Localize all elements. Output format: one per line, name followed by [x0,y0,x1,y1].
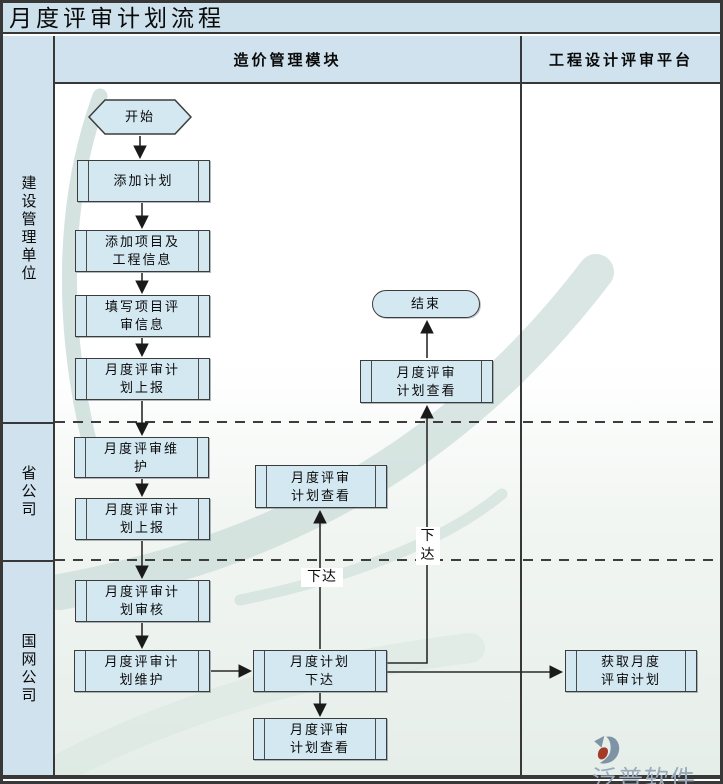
node-plan-view-province: 月度评审 计划查看 [255,465,387,508]
vendor-name: 泛普软件 [592,766,697,784]
node-plan-report-1: 月度评审计 划上报 [75,358,210,400]
node-add-plan: 添加计划 [77,160,210,202]
node-label: 月度评审计 划维护 [104,654,180,687]
node-plan-view-construction: 月度评审 计划查看 [360,360,493,403]
node-label: 月度评审计 划审核 [104,584,180,617]
edge-label-issue-to-construction: 下 达 [416,527,440,565]
node-label: 月度计划 下达 [289,654,350,687]
node-label: 月度评审维 护 [103,440,179,474]
fanpu-logo-icon [594,735,620,764]
bottom-border [3,775,720,779]
hexagon-shape-icon [88,99,192,135]
node-label: 添加计划 [113,173,174,188]
node-label: 结束 [410,296,441,311]
node-label: 添加项目及 工程信息 [104,234,180,267]
column-divider [520,36,522,775]
vendor-logo[interactable]: 泛普软件 www.fanpusoft.com [592,732,720,784]
node-label: 月度评审 计划查看 [289,722,350,755]
node-plan-maintain: 月度评审计 划维护 [74,650,210,692]
column-header-review-platform: 工程设计评审平台 [522,36,720,84]
lane-cell-construction-unit: 建设管理单位 [3,36,53,422]
node-label: 月度评审 计划查看 [290,469,351,503]
node-fill-review-info: 填写项目评 审信息 [75,295,210,337]
node-start: 开始 [88,99,192,135]
node-get-plan: 获取月度 评审计划 [565,650,697,692]
node-plan-audit: 月度评审计 划审核 [75,580,210,622]
lane-cell-province-company: 省公司 [3,422,53,560]
node-plan-issue: 月度计划 下达 [253,650,387,692]
lane-label-stategrid-company: 国网公司 [19,632,36,705]
node-end: 结束 [372,290,480,318]
node-plan-view-stategrid: 月度评审 计划查看 [253,718,387,760]
column-header-cost-module: 造价管理模块 [55,36,520,84]
page-title: 月度评审计划流程 [3,3,720,34]
lane-label-province-company: 省公司 [19,465,36,519]
node-label: 获取月度 评审计划 [600,654,661,687]
lane-label-column: 建设管理单位 省公司 国网公司 [3,36,55,775]
node-review-maintain: 月度评审维 护 [74,437,209,478]
node-label: 月度评审 计划查看 [396,364,457,398]
edge-label-issue-to-province: 下达 [301,568,343,587]
lane-label-construction-unit: 建设管理单位 [19,175,36,283]
node-label: 填写项目评 审信息 [104,299,180,332]
node-label: 月度评审计 划上报 [104,502,180,535]
node-plan-report-2: 月度评审计 划上报 [75,498,210,540]
node-add-project-info: 添加项目及 工程信息 [75,230,210,272]
lane-cell-stategrid-company: 国网公司 [3,560,53,775]
node-label: 开始 [124,109,155,124]
node-label: 月度评审计 划上报 [104,362,180,395]
